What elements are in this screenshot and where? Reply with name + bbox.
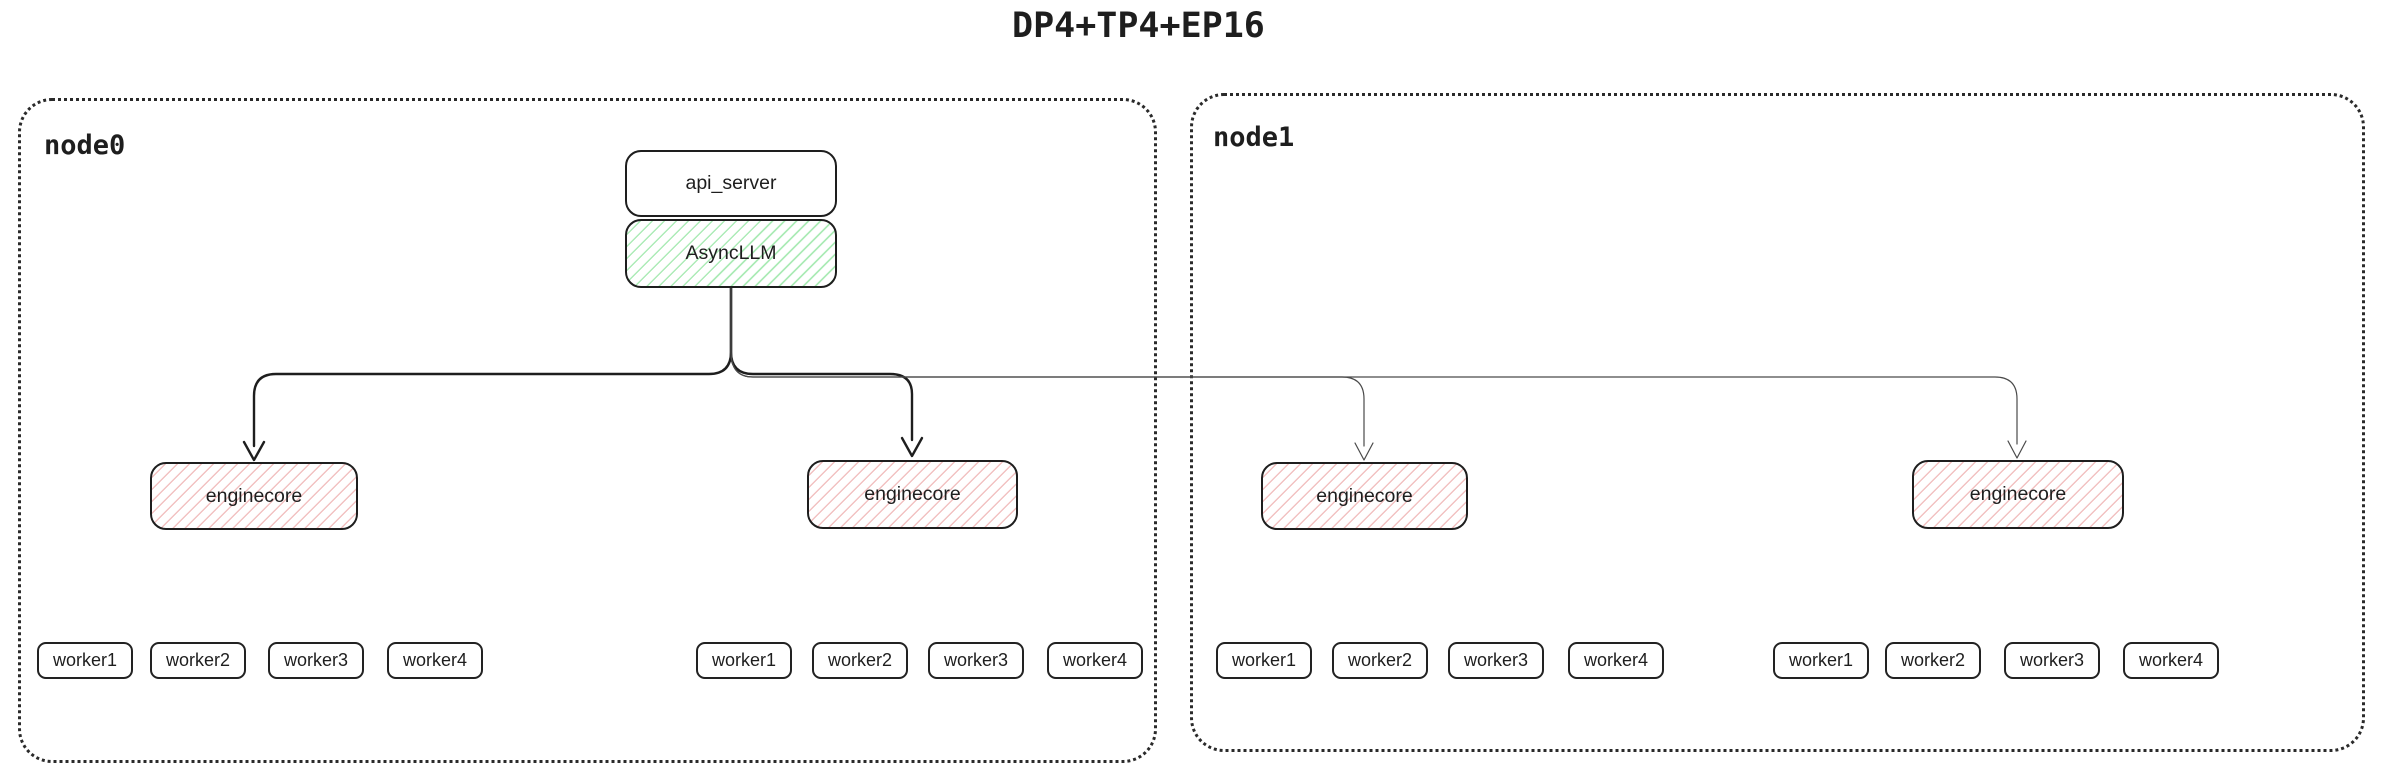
- enginecore-box: enginecore: [1261, 462, 1468, 530]
- worker-box: worker1: [1216, 642, 1312, 679]
- worker-label: worker2: [165, 650, 231, 670]
- api-server-box: api_server: [625, 150, 837, 217]
- worker-box: worker3: [268, 642, 364, 679]
- node1-label: node1: [1213, 122, 1295, 153]
- asyncllm-label: AsyncLLM: [685, 242, 777, 264]
- enginecore-label: enginecore: [1969, 483, 2067, 505]
- worker-box: worker3: [1448, 642, 1544, 679]
- worker-label: worker3: [1463, 650, 1529, 670]
- worker-label: worker2: [827, 650, 893, 670]
- arrowhead-enginecore-1-1: [2007, 440, 2027, 459]
- worker-label: worker2: [1347, 650, 1413, 670]
- enginecore-label: enginecore: [864, 483, 961, 505]
- node0-label: node0: [44, 130, 126, 161]
- enginecore-box: enginecore: [150, 462, 358, 530]
- enginecore-box: enginecore: [807, 460, 1018, 529]
- worker-box: worker4: [2123, 642, 2219, 679]
- worker-box: worker1: [696, 642, 792, 679]
- enginecore-label: enginecore: [205, 484, 303, 507]
- enginecore-box: enginecore: [1912, 460, 2124, 529]
- node1-container: [1190, 93, 2365, 752]
- worker-box: worker4: [1568, 642, 1664, 679]
- arrowhead-enginecore-0-1: [900, 436, 924, 458]
- worker-label: worker3: [943, 650, 1009, 670]
- edge-asyncllm-to-enginecore-0-0: [252, 286, 733, 448]
- worker-label: worker4: [1062, 650, 1128, 670]
- api-server-label: api_server: [685, 172, 777, 194]
- arrowhead-enginecore-0-0: [242, 440, 266, 462]
- enginecore-label: enginecore: [1316, 484, 1413, 507]
- worker-label: worker1: [1231, 650, 1297, 670]
- edge-asyncllm-to-enginecore-0-1: [729, 286, 914, 442]
- worker-box: worker1: [1773, 642, 1869, 679]
- worker-label: worker4: [2138, 650, 2204, 670]
- worker-label: worker4: [1583, 650, 1649, 670]
- worker-label: worker1: [711, 650, 777, 670]
- worker-box: worker2: [150, 642, 246, 679]
- worker-box: worker3: [928, 642, 1024, 679]
- worker-box: worker2: [1885, 642, 1981, 679]
- worker-box: worker2: [812, 642, 908, 679]
- arrowhead-enginecore-1-0: [1354, 442, 1374, 461]
- worker-label: worker1: [52, 650, 118, 670]
- worker-box: worker3: [2004, 642, 2100, 679]
- worker-label: worker3: [2019, 650, 2085, 670]
- edge-asyncllm-to-enginecore-1-0: [730, 287, 1365, 447]
- worker-label: worker1: [1788, 650, 1854, 670]
- asyncllm-box: AsyncLLM: [625, 219, 837, 288]
- node0-container: [18, 98, 1157, 763]
- worker-label: worker4: [402, 650, 468, 670]
- diagram-title: DP4+TP4+EP16: [1012, 6, 1265, 46]
- worker-box: worker1: [37, 642, 133, 679]
- worker-label: worker3: [283, 650, 349, 670]
- worker-label: worker2: [1900, 650, 1966, 670]
- worker-box: worker2: [1332, 642, 1428, 679]
- worker-box: worker4: [1047, 642, 1143, 679]
- worker-box: worker4: [387, 642, 483, 679]
- edge-asyncllm-to-enginecore-1-1: [730, 287, 2018, 445]
